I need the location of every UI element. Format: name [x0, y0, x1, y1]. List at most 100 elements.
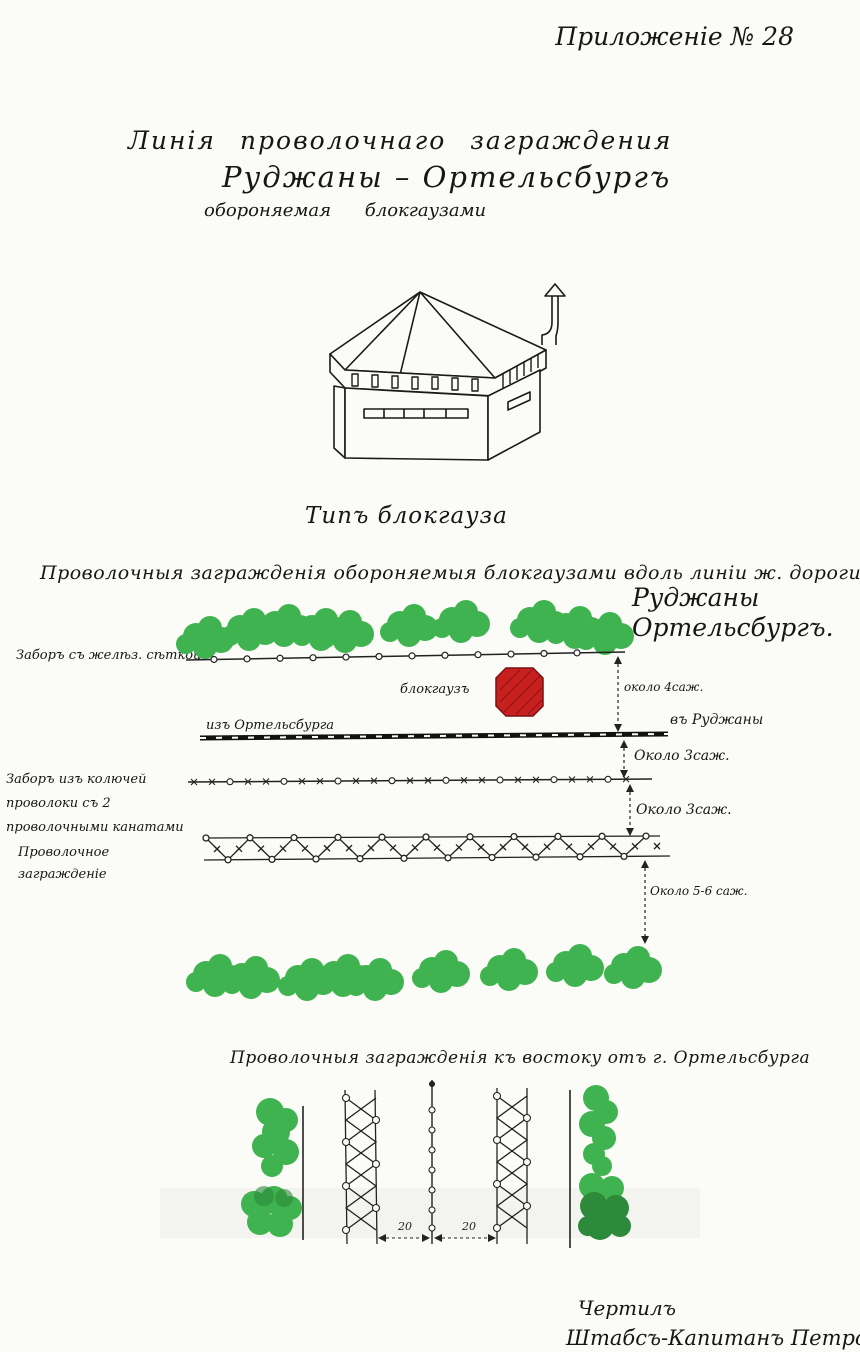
- barb-mark: [424, 777, 432, 784]
- wire-obstacle-post: [642, 832, 650, 840]
- title-line-1: Линія проволочнаго заграждения: [128, 126, 673, 155]
- wire-barb: [653, 842, 661, 850]
- wire-obstacle-post: [488, 853, 496, 862]
- wire-barb: [477, 843, 485, 851]
- wire-obstacle-post: [400, 854, 408, 862]
- wire-obstacle-post: [356, 855, 364, 863]
- wire-obstacle-post: [334, 833, 342, 842]
- distance-label-3: Около 3саж.: [636, 802, 732, 818]
- barb-mark: [244, 778, 252, 786]
- railway-section-title-end: Руджаны Ортельсбургъ.: [632, 583, 834, 642]
- fence-mesh-label: Заборъ съ желѣз. сѣткой: [16, 648, 202, 663]
- barb-mark: [370, 777, 378, 785]
- barbed-fence-post: [604, 775, 612, 783]
- mesh-fence-post: [474, 651, 482, 659]
- blockhouse-chimney: [541, 296, 553, 345]
- mesh-fence-post: [210, 655, 218, 664]
- barb-mark: [190, 778, 198, 786]
- wire-barb: [609, 842, 617, 850]
- wire-obstacle-post: [620, 852, 628, 861]
- barbed-fence-label: Заборъ изъ колючей проволоки съ 2 провол…: [6, 772, 184, 835]
- mesh-fence-post: [408, 652, 416, 660]
- from-ortelsburg-label: изъ Ортельсбурга: [206, 718, 335, 733]
- wire-obstacle-post: [576, 853, 584, 861]
- barb-mark: [406, 777, 414, 784]
- wire-obstacle-post: [444, 854, 452, 862]
- barbed-fence-post: [550, 776, 558, 784]
- wire-obstacle-post: [598, 832, 606, 840]
- barb-mark: [532, 776, 540, 784]
- wire-barb: [301, 844, 309, 852]
- wire-obstacle-label: Проволочное загражденіе: [18, 845, 110, 882]
- wire-barb: [433, 844, 441, 852]
- wire-barb: [543, 843, 551, 851]
- mesh-fence-post: [243, 655, 251, 663]
- distance-label-2: Около 3саж.: [634, 748, 730, 764]
- wire-barb: [257, 845, 265, 853]
- east-dim-right: 20: [461, 1220, 476, 1233]
- wire-barb: [455, 843, 463, 851]
- right-foliage-dark: [578, 1192, 631, 1240]
- distance-arrowheads: [614, 656, 649, 944]
- left-foliage-column: [241, 1098, 302, 1237]
- mesh-fence-post: [441, 651, 449, 659]
- barbed-fence-line: [187, 775, 653, 786]
- wire-barb: [323, 844, 331, 852]
- blockhouse-caption: Типъ блокгауза: [305, 503, 508, 529]
- center-post-line: [428, 1080, 436, 1244]
- wire-obstacle-post: [224, 856, 232, 864]
- railway-section-title: Проволочныя загражденія обороняемыя блок…: [40, 562, 860, 584]
- wire-obstacle-post: [532, 853, 540, 861]
- barb-mark: [586, 776, 594, 783]
- blockhouse-symbol: [495, 667, 544, 717]
- wire-obstacle-post: [268, 855, 276, 864]
- wire-obstacle-post: [290, 833, 298, 842]
- title-line-2: Руджаны – Ортельсбургъ: [222, 160, 672, 194]
- distance-label-1: около 4саж.: [624, 680, 704, 694]
- mesh-fence-post: [276, 654, 284, 662]
- barb-mark: [352, 777, 360, 785]
- right-foliage-column: [579, 1085, 624, 1200]
- blockhouse-upper-band: [329, 349, 547, 397]
- signature-line-2: Штабсъ-Капитанъ Петровъ.: [566, 1326, 860, 1350]
- wire-obstacle-post: [202, 834, 210, 842]
- mesh-fence-post: [309, 654, 317, 662]
- blockhouse-symbol-hatching: [499, 669, 543, 715]
- wire-obstacle-post: [246, 834, 254, 842]
- mesh-fence-line: [185, 649, 626, 664]
- barb-mark: [478, 776, 486, 784]
- barb-mark: [298, 777, 306, 785]
- wire-barb: [367, 844, 375, 852]
- blockhouse-firing-slit: [363, 408, 469, 419]
- mesh-fence-post: [507, 650, 515, 658]
- signature-line-1: Чертилъ: [578, 1296, 677, 1320]
- wire-obstacle-post: [422, 833, 430, 841]
- wire-obstacle-post: [510, 832, 518, 841]
- barb-mark: [514, 776, 522, 784]
- barb-mark: [208, 778, 216, 786]
- barbed-fence-post: [226, 778, 234, 786]
- wire-barb: [499, 843, 507, 851]
- wire-barb: [521, 843, 529, 851]
- wire-obstacle-post: [312, 855, 320, 863]
- barbed-fence-post: [388, 777, 396, 785]
- wire-obstacle-band: [202, 832, 671, 864]
- wire-barb: [565, 843, 573, 851]
- wire-barb: [631, 842, 639, 850]
- barbed-fence-post: [334, 777, 342, 785]
- barb-mark: [568, 776, 576, 783]
- wire-barb: [213, 845, 221, 853]
- distance-arrows: [617, 658, 646, 942]
- barb-mark: [316, 777, 324, 785]
- blockhouse-loopholes-upper: [351, 354, 539, 392]
- wire-obstacle-post: [554, 832, 562, 841]
- distance-label-4: Около 5-6 саж.: [650, 884, 748, 898]
- to-rudzhany-label: въ Руджаны: [670, 712, 764, 728]
- wire-barb: [279, 845, 287, 853]
- mesh-fence-post: [540, 649, 548, 658]
- mesh-fence-post: [342, 653, 350, 661]
- barbed-fence-post: [496, 776, 504, 784]
